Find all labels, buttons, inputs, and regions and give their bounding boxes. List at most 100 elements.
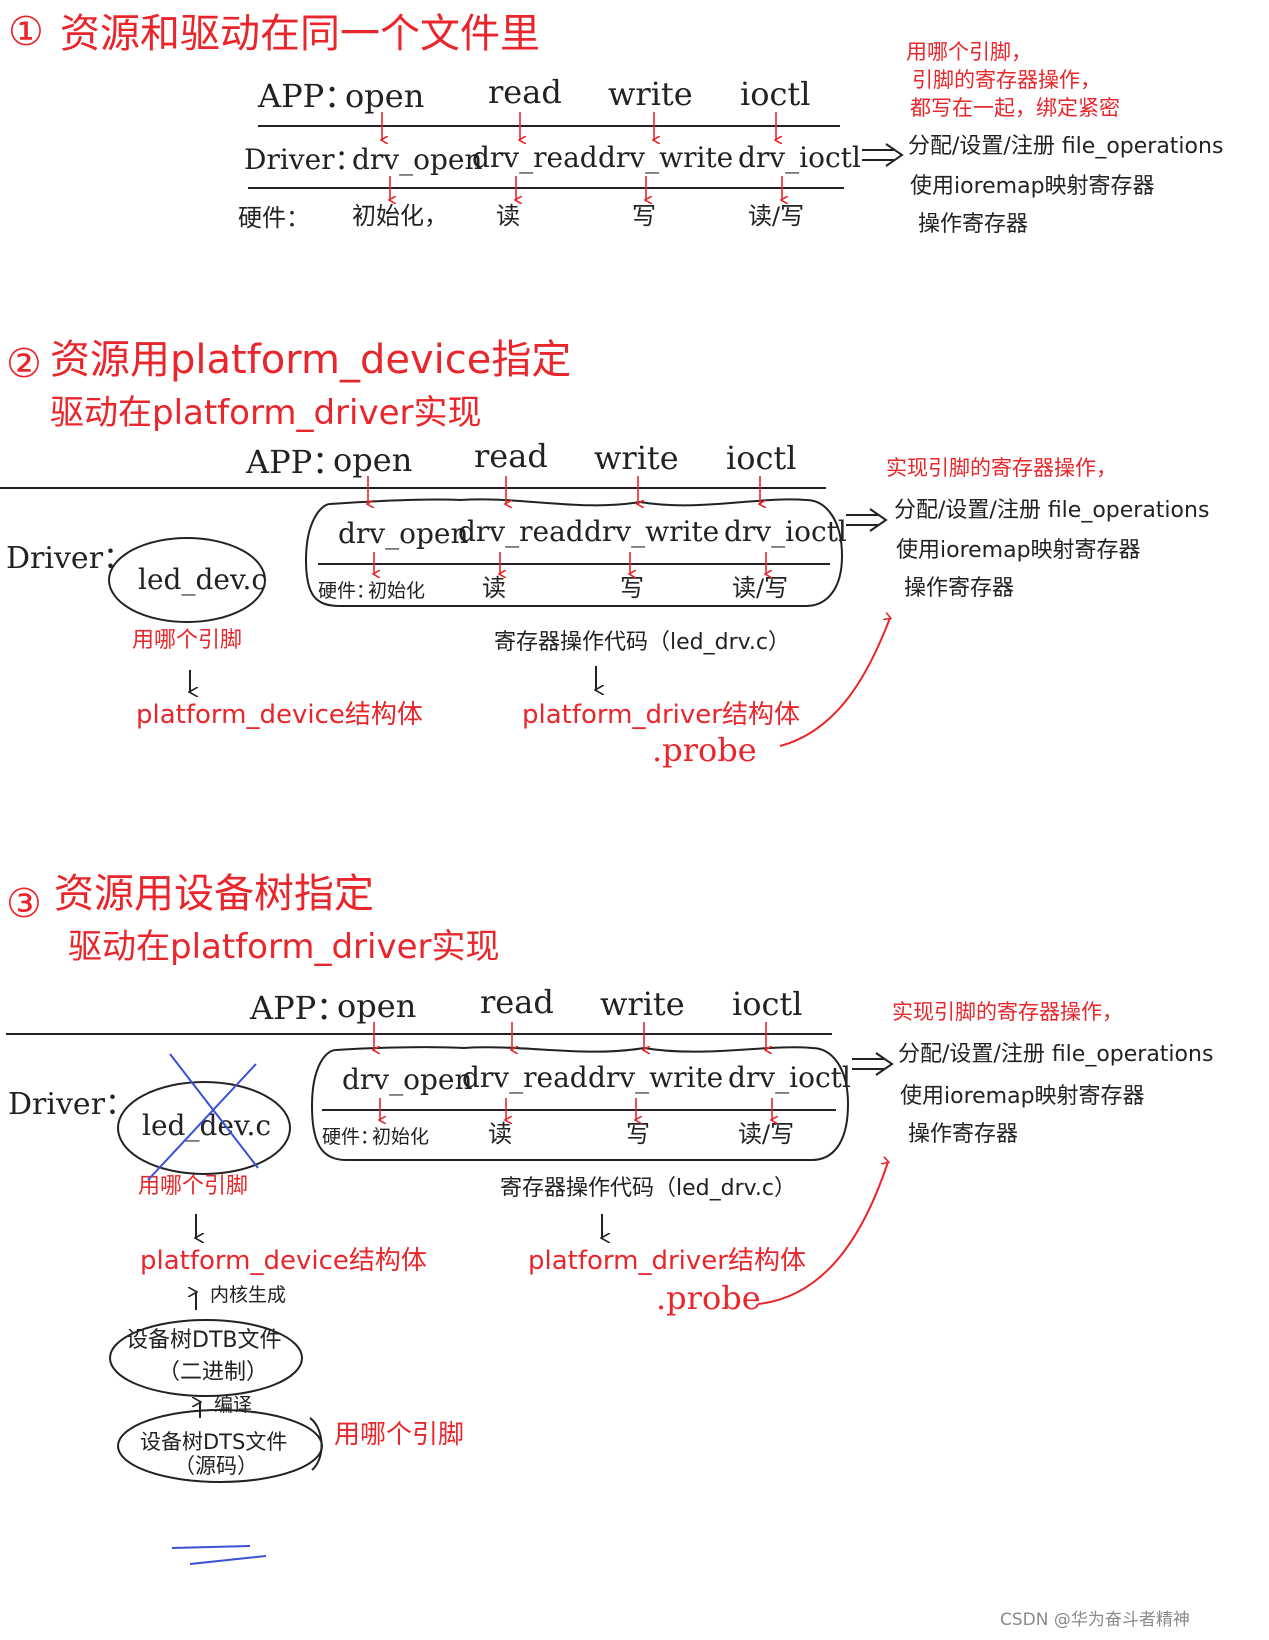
section-1-red-arrows bbox=[382, 112, 782, 200]
hw-init-1: 初始化， bbox=[352, 202, 448, 230]
drv-read-1: drv_read bbox=[472, 141, 598, 174]
dts-line2: （源码） bbox=[174, 1454, 258, 1478]
probe-curve-arrow-2 bbox=[779, 618, 890, 747]
section-3-subtitle: 驱动在platform_driver实现 bbox=[68, 927, 500, 967]
section-2-red-arrows bbox=[368, 476, 890, 747]
note-red-1-line3: 都写在一起，绑定紧密 bbox=[910, 96, 1120, 120]
drv-ioctl-3: drv_ioctl bbox=[728, 1061, 851, 1094]
note-black-1-line3: 操作寄存器 bbox=[918, 212, 1029, 237]
api-ioctl-3: ioctl bbox=[732, 985, 803, 1023]
hw-write-1: 写 bbox=[632, 202, 656, 230]
hw-rw-2: 读/写 bbox=[732, 574, 789, 602]
platform-driver-2: platform_driver结构体 bbox=[522, 700, 800, 730]
drv-ioctl-2: drv_ioctl bbox=[724, 515, 847, 548]
note-red-3-line1: 实现引脚的寄存器操作， bbox=[892, 1000, 1123, 1024]
watermark: CSDN @华为奋斗者精神 bbox=[1000, 1610, 1190, 1630]
note-red-1-line2: 引脚的寄存器操作， bbox=[912, 68, 1101, 92]
api-write-1: write bbox=[608, 75, 693, 113]
platform-driver-3: platform_driver结构体 bbox=[528, 1246, 806, 1276]
note-black-1-line2: 使用ioremap映射寄存器 bbox=[910, 174, 1155, 199]
section-2-title: 资源用platform_device指定 bbox=[50, 337, 572, 383]
driver-label-3: Driver： bbox=[8, 1087, 136, 1122]
note-black-2-line1: 分配/设置/注册 file_operations bbox=[894, 498, 1210, 523]
section-1-strokes bbox=[248, 125, 904, 189]
reg-code-note-2: 寄存器操作代码（led_drv.c） bbox=[494, 630, 791, 655]
pin-note-2: 用哪个引脚 bbox=[132, 628, 243, 653]
dtb-line2: （二进制） bbox=[158, 1360, 269, 1385]
section-3-number: ③ bbox=[6, 881, 42, 927]
section-3-title: 资源用设备树指定 bbox=[54, 871, 374, 917]
hw-rw-1: 读/写 bbox=[748, 202, 805, 230]
led-dev-ellipse-3 bbox=[117, 1081, 291, 1175]
note-red-1-line1: 用哪个引脚， bbox=[906, 40, 1032, 64]
driver-label-1: Driver： bbox=[244, 143, 363, 176]
platform-device-3: platform_device结构体 bbox=[140, 1246, 427, 1276]
api-read-2: read bbox=[474, 437, 548, 475]
section-2-strokes bbox=[0, 487, 888, 692]
drv-open-1: drv_open bbox=[352, 143, 483, 176]
note-black-3-line1: 分配/设置/注册 file_operations bbox=[898, 1042, 1214, 1067]
led-dev-cross-out bbox=[147, 1053, 259, 1181]
scribble-line-1 bbox=[171, 1545, 251, 1549]
pin-note-3: 用哪个引脚 bbox=[138, 1174, 249, 1199]
note-black-2-line2: 使用ioremap映射寄存器 bbox=[896, 538, 1141, 563]
dts-ellipse bbox=[117, 1409, 323, 1483]
drv-write-1: drv_write bbox=[598, 141, 734, 174]
drv-read-2: drv_read bbox=[458, 515, 584, 548]
section-2-subtitle: 驱动在platform_driver实现 bbox=[50, 393, 482, 433]
driver-blob-3 bbox=[310, 1046, 850, 1161]
dts-bracket bbox=[309, 1417, 323, 1471]
drv-ioctl-1: drv_ioctl bbox=[738, 141, 861, 174]
hw-write-3: 写 bbox=[626, 1120, 650, 1148]
cross-stroke-b bbox=[147, 1063, 257, 1181]
hw-label-3: 硬件： bbox=[322, 1126, 380, 1148]
dtb-ellipse bbox=[109, 1319, 303, 1397]
api-read-1: read bbox=[488, 73, 562, 111]
api-write-2: write bbox=[594, 439, 679, 477]
drv-write-2: drv_write bbox=[584, 515, 720, 548]
note-black-1-line1: 分配/设置/注册 file_operations bbox=[908, 134, 1224, 159]
drv-open-2: drv_open bbox=[338, 517, 469, 550]
bottom-scribble bbox=[171, 1545, 267, 1565]
led-dev-ellipse-2 bbox=[108, 537, 266, 623]
note-black-3-line2: 使用ioremap映射寄存器 bbox=[900, 1084, 1145, 1109]
double-arrow-1 bbox=[862, 143, 904, 167]
api-write-3: write bbox=[600, 985, 685, 1023]
api-open-2: open bbox=[333, 441, 413, 479]
drv-write-3: drv_write bbox=[588, 1061, 724, 1094]
section-1-number: ① bbox=[8, 9, 44, 55]
platform-device-2: platform_device结构体 bbox=[136, 700, 423, 730]
dtb-line1: 设备树DTB文件 bbox=[126, 1328, 282, 1353]
note-black-3-line3: 操作寄存器 bbox=[908, 1122, 1019, 1147]
hw-read-2: 读 bbox=[482, 574, 506, 602]
probe-2: .probe bbox=[652, 731, 757, 769]
api-open-1: open bbox=[345, 77, 425, 115]
double-arrow-2 bbox=[846, 508, 888, 532]
hw-label-1: 硬件： bbox=[238, 204, 310, 232]
section-3-red-arrows bbox=[374, 1022, 888, 1305]
section-2-number: ② bbox=[6, 341, 42, 387]
hw-rw-3: 读/写 bbox=[738, 1120, 795, 1148]
reg-code-note-3: 寄存器操作代码（led_drv.c） bbox=[500, 1176, 797, 1201]
dts-pin-note: 用哪个引脚 bbox=[334, 1420, 465, 1450]
cross-stroke-a bbox=[169, 1053, 259, 1169]
drv-read-3: drv_read bbox=[462, 1061, 588, 1094]
led-dev-2: led_dev.c bbox=[138, 563, 268, 596]
api-ioctl-1: ioctl bbox=[740, 75, 811, 113]
note-black-2-line3: 操作寄存器 bbox=[904, 576, 1015, 601]
drv-open-3: drv_open bbox=[342, 1063, 473, 1096]
api-open-3: open bbox=[337, 987, 417, 1025]
app-label-2: APP： bbox=[246, 443, 345, 481]
hw-read-3: 读 bbox=[488, 1120, 512, 1148]
api-read-3: read bbox=[480, 983, 554, 1021]
section-3-strokes bbox=[6, 1033, 894, 1483]
api-ioctl-2: ioctl bbox=[726, 439, 797, 477]
probe-curve-arrow-3 bbox=[757, 1162, 888, 1305]
hw-read-1: 读 bbox=[496, 202, 520, 230]
note-red-2-line1: 实现引脚的寄存器操作， bbox=[886, 456, 1117, 480]
app-label-1: APP： bbox=[258, 77, 357, 115]
hw-write-2: 写 bbox=[620, 574, 644, 602]
probe-3: .probe bbox=[656, 1279, 761, 1317]
